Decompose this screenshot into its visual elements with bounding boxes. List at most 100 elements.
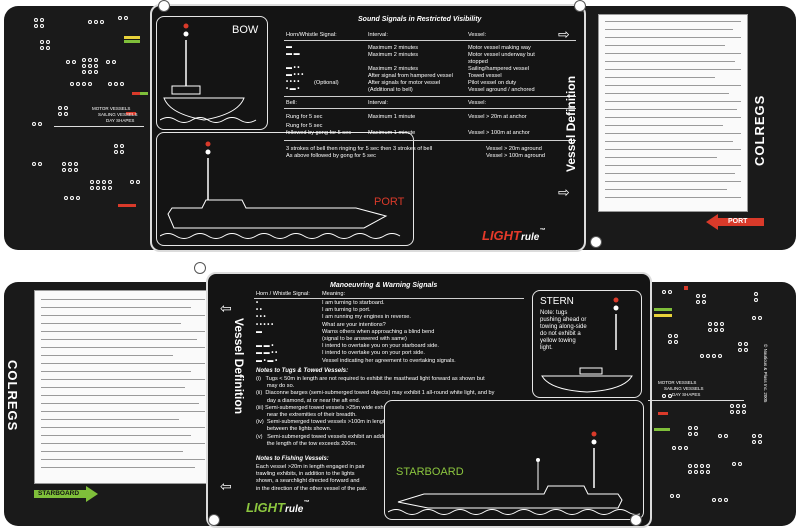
row3-1-vessel: Vessel > 100m aground: [486, 153, 545, 159]
red-light-bar: [126, 112, 136, 115]
stern-diagram: [532, 290, 642, 398]
arrow-left-icon[interactable]: ⇦: [220, 478, 232, 494]
divider: [284, 40, 576, 41]
arrow-right-icon: [34, 486, 98, 502]
divider: [284, 140, 576, 141]
red-light-bar: [658, 412, 668, 415]
signal-mark: •: [256, 300, 259, 306]
arrow-right-icon[interactable]: ⇨: [558, 184, 570, 200]
meaning-item: I intend to overtake you on your starboa…: [322, 343, 439, 350]
stern-note: Note: tugs pushing ahead or towing along…: [540, 310, 587, 352]
light-cluster: [58, 106, 68, 116]
port-arrow-button[interactable]: PORT: [706, 214, 764, 230]
tugs-note: between the lights shown.: [256, 426, 332, 433]
col-vessel: Vessel:: [468, 32, 487, 38]
meaning-item: I intend to overtake you on your port si…: [322, 350, 425, 357]
light-cluster: [696, 294, 706, 304]
row1-0-interval: Maximum 2 minutes: [368, 45, 419, 51]
signal-mark: ▬: [286, 44, 292, 50]
starboard-diagram: [384, 400, 644, 520]
green-light-bar: [124, 40, 140, 43]
arrow-right-icon[interactable]: ⇨: [558, 26, 570, 42]
row1-1-interval: Maximum 2 minutes: [368, 52, 419, 58]
signal-mark: [286, 58, 303, 65]
row3-0-bell: 3 strokes of bell then ringing for 5 sec…: [286, 146, 433, 152]
fishing-note: Each vessel >20m in length engaged in pa…: [256, 464, 365, 470]
light-cluster: [64, 196, 80, 200]
light-cluster: [662, 394, 672, 398]
top-lightrule-logo: LIGHTrule™: [482, 228, 545, 243]
bow-vessel-drawing: [160, 23, 257, 123]
port-vessel-drawing: [160, 141, 401, 239]
bottom-colregs-label: COLREGS: [5, 360, 20, 432]
label-leader-line: [648, 400, 744, 401]
row1-5-vessel: Pilot vessel on duty: [468, 80, 517, 86]
light-cluster: [32, 122, 42, 126]
signal-mark: [256, 336, 277, 343]
stern-note-line: yellow towing: [540, 338, 576, 344]
green-light-bar: [654, 308, 672, 311]
col-interval: Interval:: [368, 32, 388, 38]
row2-0-interval: Maximum 1 minute: [368, 114, 416, 120]
binder-hole: [630, 514, 642, 526]
tugs-header: Notes to Tugs & Towed Vessels:: [256, 368, 349, 374]
light-cluster: [754, 292, 758, 302]
signal-mark: • •: [256, 307, 262, 314]
signal-mark: ▬ • •: [286, 65, 300, 71]
signal-mark: • ▬ •: [286, 86, 300, 92]
stern-vessel-drawing: [613, 297, 619, 350]
port-label: PORT: [374, 196, 405, 208]
light-cluster: [62, 162, 78, 172]
red-light-bar: [684, 286, 688, 290]
bottom-vessel-definition-text: [34, 290, 212, 484]
meaning-item: What are your intentions?: [322, 321, 386, 328]
signal-mark: ▬ • • •: [286, 72, 304, 78]
signal-mark: • • •: [256, 314, 266, 321]
meaning-item: I am running my engines in reverse.: [322, 314, 411, 321]
logo-rule: rule: [521, 232, 540, 243]
light-cluster: [672, 446, 688, 450]
tugs-note: may do so.: [256, 383, 295, 390]
light-cluster: [66, 60, 76, 64]
light-cluster: [32, 162, 42, 166]
light-cluster: [106, 60, 116, 64]
fishing-notes: Each vessel >20m in length engaged in pa…: [256, 464, 367, 493]
light-cluster: [82, 58, 98, 74]
day-shapes-label: DAY SHAPES: [106, 118, 135, 123]
light-cluster: [668, 334, 678, 344]
binder-hole: [208, 514, 220, 526]
row1-6-interval: (Additional to bell): [368, 87, 413, 93]
binder-hole: [590, 236, 602, 248]
row1-1-vessel: Motor vessel underway but: [468, 52, 535, 58]
top-vessel-definition-text: [598, 14, 748, 212]
binder-hole: [194, 262, 206, 274]
stern-note-line: pushing ahead or: [540, 317, 587, 323]
row1-0-vessel: Motor vessel making way: [468, 45, 531, 51]
stern-label: STERN: [540, 296, 574, 307]
sailing-vessels-label: SAILING VESSELS: [664, 386, 704, 391]
label-leader-line: [54, 126, 144, 127]
stern-note-line: towing along-side: [540, 324, 587, 330]
light-cluster: [688, 426, 698, 436]
tugs-note: near the extremities of their breadth.: [256, 412, 357, 419]
meaning-item: Warns others when approaching a blind be…: [322, 328, 435, 335]
stern-note-line: light.: [540, 345, 553, 351]
starboard-label: STARBOARD: [396, 466, 464, 478]
bottom-lightrule-logo: LIGHTrule™: [246, 500, 309, 515]
arrow-left-icon[interactable]: ⇦: [220, 300, 232, 316]
motor-vessels-label: MOTOR VESSELS: [92, 106, 131, 111]
starboard-arrow-button[interactable]: STARBOARD: [34, 486, 98, 502]
signal-mark: ▬ ▬ •: [256, 343, 274, 350]
meaning-item: (signal to be answered with same): [322, 336, 407, 343]
light-cluster: [688, 464, 710, 474]
row1-5-interval: After signals for motor vessel: [368, 80, 441, 86]
fishing-note: in the direction of the other vessel of …: [256, 485, 368, 492]
bell-interval-col: Interval:: [368, 100, 388, 106]
col-meaning: Meaning:: [322, 291, 346, 297]
tugs-note: the length of the tow exceeds 200m.: [256, 440, 357, 447]
light-cluster: [730, 404, 746, 414]
bow-label: BOW: [232, 24, 259, 36]
bow-diagram: [156, 16, 268, 130]
meaning-item: Vessel indicating her agreement to overt…: [322, 357, 456, 364]
row2-0-vessel: Vessel > 20m at anchor: [468, 114, 527, 120]
